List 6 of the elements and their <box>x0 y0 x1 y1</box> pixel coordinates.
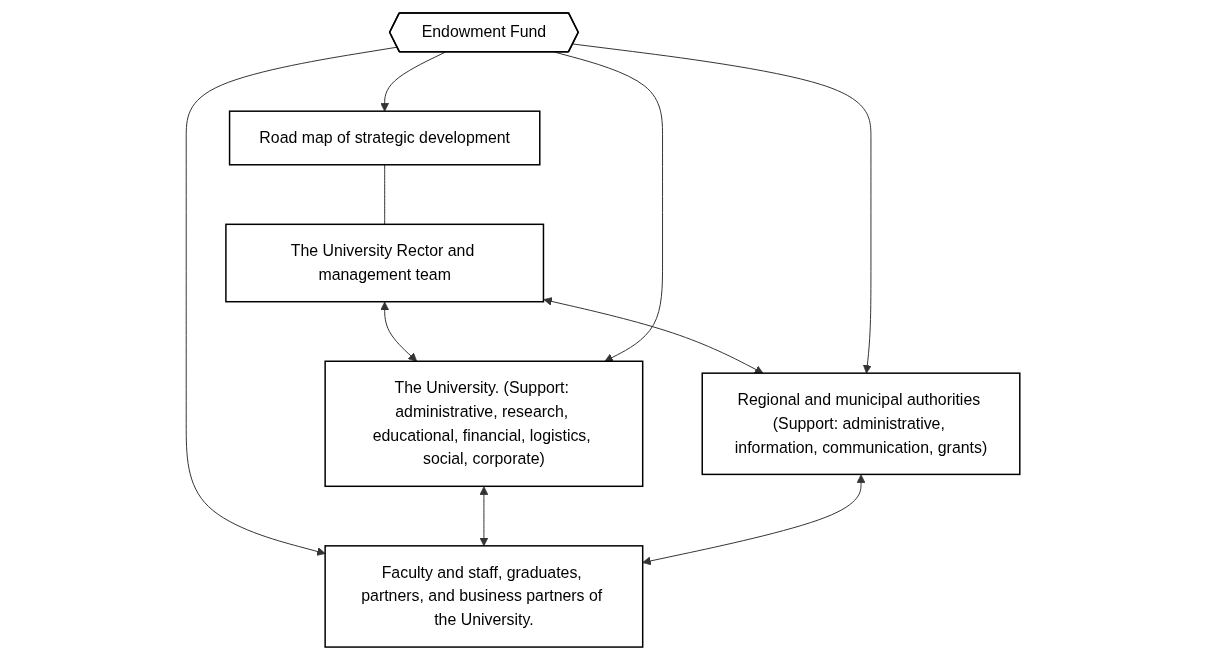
node-box: Road map of strategic development <box>228 109 541 165</box>
node-box: The University. (Support: administrative, research, educational, financial, logistics, social, corporate) <box>324 360 644 487</box>
node-box: Faculty and staff, graduates, partners, and business partners of the University. <box>324 544 644 648</box>
node-box: Regional and municipal authorities (Support: administrative, information, communication, grants) <box>701 371 1021 475</box>
connector <box>384 163 386 225</box>
node-box: The University Rector and management team <box>225 223 545 302</box>
